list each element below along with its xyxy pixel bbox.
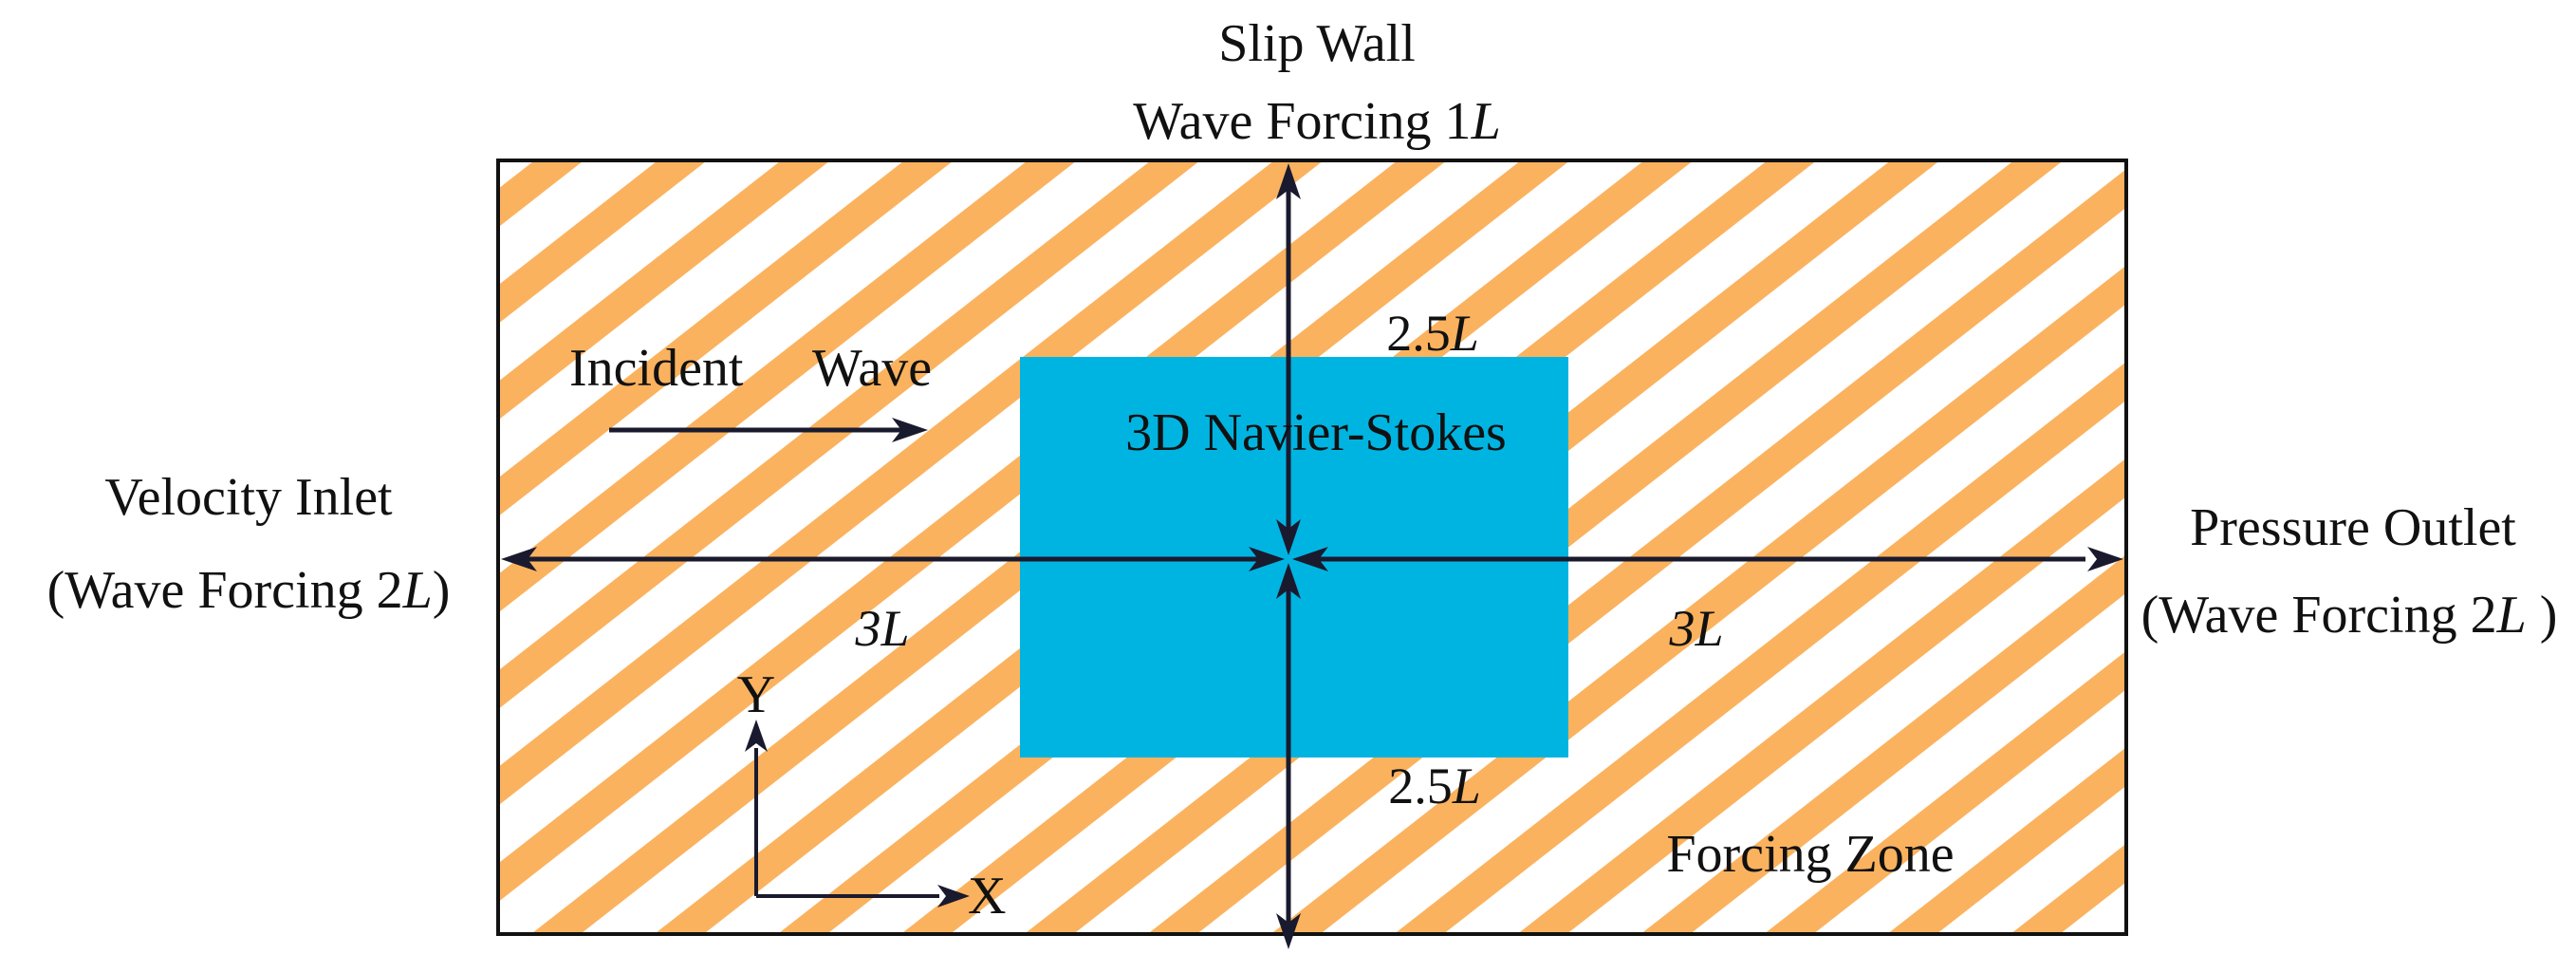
dimension-arrowheads: [501, 163, 2123, 949]
right-boundary-line2: (Wave Forcing 2L ): [2141, 586, 2558, 645]
arrowhead-top-center: [1276, 519, 1301, 555]
dimension-label-right: 3L: [1668, 600, 1723, 657]
coordinate-axes: [745, 720, 970, 907]
arrowhead-top-end: [1276, 163, 1301, 199]
x-axis-arrowhead: [937, 885, 970, 907]
right-boundary-line1: Pressure Outlet: [2190, 498, 2516, 557]
dimension-label-bottom: 2.5L: [1388, 758, 1481, 814]
y-axis-label: Y: [737, 665, 775, 724]
left-boundary-line2: (Wave Forcing 2L): [47, 561, 451, 620]
arrowhead-left-end: [501, 547, 537, 571]
incident-wave-label-word2: Wave: [812, 339, 932, 398]
arrowhead-bottom-end: [1276, 913, 1301, 949]
forcing-zone-label: Forcing Zone: [1666, 825, 1954, 884]
top-boundary-line2: Wave Forcing 1L: [1133, 92, 1500, 151]
x-axis-label: X: [968, 867, 1006, 926]
arrowhead-right-end: [2087, 547, 2123, 571]
incident-wave-label-word1: Incident: [569, 339, 744, 398]
incident-wave-arrow: [609, 418, 928, 442]
arrowhead-right-center: [1292, 547, 1328, 571]
dimension-lines: [520, 184, 2085, 934]
dimension-label-left: 3L: [854, 600, 909, 657]
left-boundary-line1: Velocity Inlet: [104, 468, 393, 527]
y-axis-arrowhead: [745, 720, 768, 752]
arrowhead-bottom-center: [1276, 563, 1301, 599]
core-zone-label: 3D Navier-Stokes: [1125, 403, 1507, 462]
top-boundary-line1: Slip Wall: [1218, 14, 1416, 73]
domain-frame: [496, 159, 2128, 936]
arrowhead-left-center: [1249, 547, 1285, 571]
dimension-label-top: 2.5L: [1386, 305, 1479, 362]
